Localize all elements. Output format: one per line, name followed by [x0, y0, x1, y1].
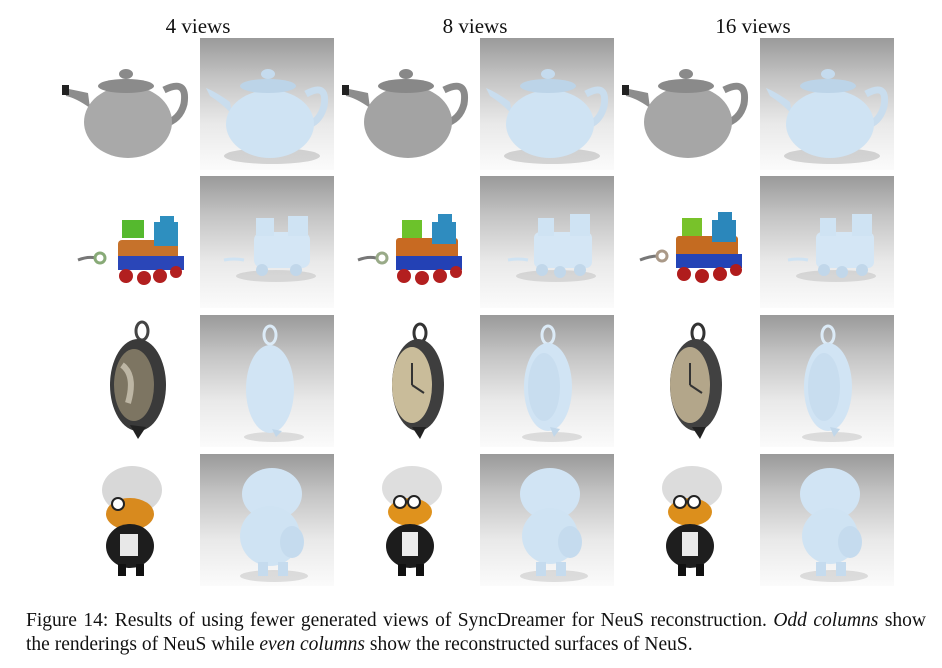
- column-headers: 4 views 8 views 16 views: [0, 14, 942, 40]
- teapot-surface-4-views: [200, 38, 334, 170]
- clock-surface-4-views: [200, 315, 334, 447]
- caption-text-intro: Figure 14: Results of using fewer genera…: [26, 610, 774, 631]
- teapot-render-8-views: [340, 38, 474, 170]
- figure-surface-4-views: [200, 454, 334, 586]
- caption-even-columns: even columns: [259, 634, 365, 655]
- results-figure-grid: [60, 38, 894, 588]
- caption-text-end: show the reconstructed surfaces of NeuS.: [365, 634, 693, 655]
- train-surface-16-views: [760, 176, 894, 308]
- train-surface-4-views: [200, 176, 334, 308]
- teapot-render-16-views: [620, 38, 754, 170]
- train-render-8-views: [340, 176, 474, 308]
- train-surface-8-views: [480, 176, 614, 308]
- train-render-16-views: [620, 176, 754, 308]
- train-render-4-views: [60, 176, 194, 308]
- figure-surface-16-views: [760, 454, 894, 586]
- figure-caption: Figure 14: Results of using fewer genera…: [26, 609, 926, 657]
- clock-surface-16-views: [760, 315, 894, 447]
- caption-odd-columns: Odd columns: [773, 610, 879, 631]
- teapot-surface-8-views: [480, 38, 614, 170]
- figure-surface-8-views: [480, 454, 614, 586]
- column-header-4-views: 4 views: [165, 14, 231, 38]
- clock-render-16-views: [620, 315, 754, 447]
- figure-render-8-views: [340, 454, 474, 586]
- caption-text-middle: show the renderings of NeuS while: [26, 610, 927, 655]
- clock-render-4-views: [60, 315, 194, 447]
- column-header-16-views: 16 views: [715, 14, 791, 38]
- column-header-8-views: 8 views: [442, 14, 508, 38]
- clock-surface-8-views: [480, 315, 614, 447]
- figure-render-16-views: [620, 454, 754, 586]
- clock-render-8-views: [340, 315, 474, 447]
- teapot-surface-16-views: [760, 38, 894, 170]
- teapot-render-4-views: [60, 38, 194, 170]
- figure-render-4-views: [60, 454, 194, 586]
